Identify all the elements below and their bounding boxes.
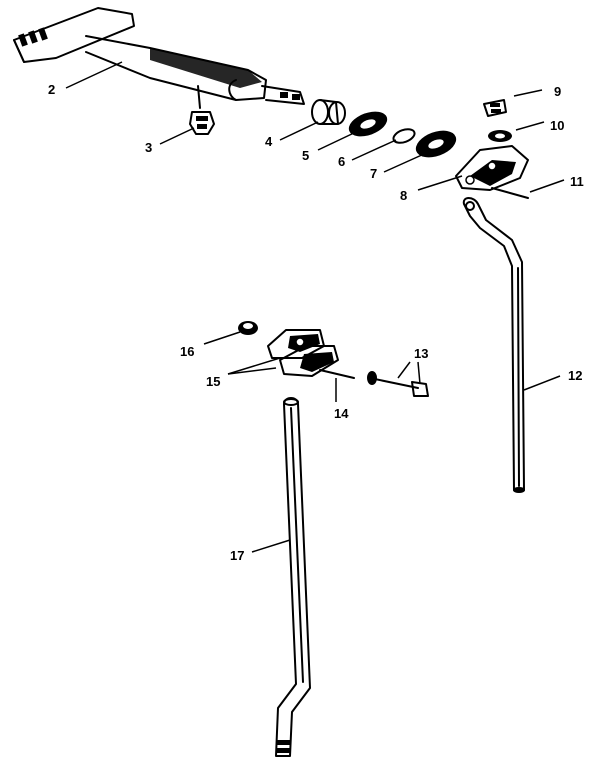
callout-15: 15 xyxy=(206,374,220,389)
callout-4: 4 xyxy=(265,134,273,149)
part-13-bolt xyxy=(367,371,429,397)
part-5-washer xyxy=(348,111,388,137)
part-17-rod xyxy=(275,397,311,757)
callout-13: 13 xyxy=(414,346,428,361)
callout-17: 17 xyxy=(230,548,244,563)
callout-10: 10 xyxy=(550,118,564,133)
part-9-screw xyxy=(483,99,507,117)
callout-8: 8 xyxy=(400,188,407,203)
callout-3: 3 xyxy=(145,140,152,155)
part-8-clamp xyxy=(455,145,529,191)
callout-2: 2 xyxy=(48,82,55,97)
callout-11: 11 xyxy=(570,174,584,189)
callout-9: 9 xyxy=(554,84,561,99)
callout-labels: 2 3 4 5 6 7 8 9 10 11 12 13 14 15 16 17 xyxy=(48,82,584,563)
part-14-pin xyxy=(319,369,355,379)
part-3-fitting xyxy=(189,111,215,135)
part-6-ring xyxy=(392,128,416,144)
callout-5: 5 xyxy=(302,148,309,163)
callout-7: 7 xyxy=(370,166,377,181)
part-12-rod xyxy=(462,197,525,493)
part-10-clip xyxy=(488,130,512,142)
callout-14: 14 xyxy=(334,406,349,421)
part-15-clamp xyxy=(267,329,339,377)
callout-6: 6 xyxy=(338,154,345,169)
part-11-pin xyxy=(491,187,529,199)
callout-16: 16 xyxy=(180,344,194,359)
callout-12: 12 xyxy=(568,368,582,383)
part-16-nut xyxy=(238,321,258,335)
part-7-washer xyxy=(415,130,457,158)
part-4-bushing xyxy=(311,99,346,125)
leader-lines xyxy=(65,61,565,553)
part-2-pedal-lever xyxy=(13,7,305,109)
